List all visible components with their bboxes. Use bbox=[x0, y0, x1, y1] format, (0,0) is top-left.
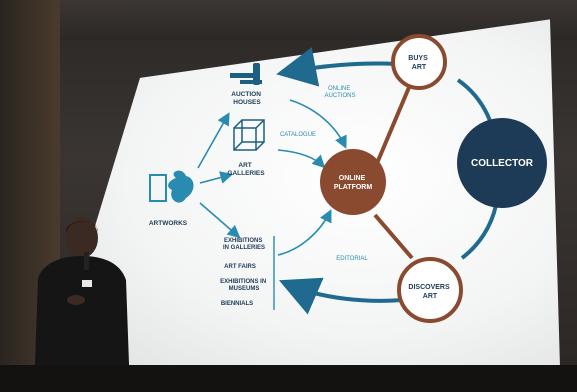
presenter-body bbox=[34, 256, 130, 392]
exhibitions-galleries-label: EXHIBITIONS IN GALLERIES bbox=[223, 238, 265, 251]
discovers-art-label: DISCOVERS ART bbox=[408, 284, 451, 300]
exhibitions-to-platform-arrow bbox=[277, 209, 332, 256]
auction-to-platform-arrow bbox=[289, 99, 347, 149]
editorial-label: EDITORIAL bbox=[336, 256, 368, 262]
discovers-art-node bbox=[397, 257, 463, 323]
artworks-to-auction-arrow bbox=[197, 112, 230, 169]
online-platform-node bbox=[320, 149, 386, 215]
biennials-label: BIENNIALS bbox=[221, 301, 253, 307]
catalogue-label: CATALOGUE bbox=[280, 132, 316, 138]
stage-floor bbox=[0, 365, 577, 392]
artworks-label: ARTWORKS bbox=[149, 220, 188, 227]
art-galleries-label: ART GALLERIES bbox=[227, 162, 265, 177]
artworks-icon bbox=[149, 170, 194, 203]
collector-label: COLLECTOR bbox=[471, 158, 534, 169]
auction-houses-label: AUCTION HOUSES bbox=[231, 91, 262, 106]
online-platform-label: ONLINE PLATFORM bbox=[334, 175, 373, 191]
collector-arc-bottom bbox=[460, 204, 498, 260]
exhibitions-museums-label: EXHIBITIONS IN MUSEUMS bbox=[220, 279, 268, 292]
buys-art-node bbox=[391, 34, 447, 90]
discovers-to-exhibitions-arrow bbox=[278, 277, 403, 315]
gavel-icon bbox=[230, 63, 262, 85]
collector-node bbox=[457, 118, 547, 208]
platform-to-discovers-line bbox=[373, 213, 414, 260]
microphone-icon bbox=[84, 252, 89, 270]
online-auctions-label: ONLINE AUCTIONS bbox=[324, 86, 355, 99]
cube-icon bbox=[233, 119, 265, 151]
galleries-to-platform-arrow bbox=[277, 149, 326, 169]
buys-art-label: BUYS ART bbox=[408, 55, 429, 71]
presenter-head bbox=[66, 218, 98, 258]
artworks-to-galleries-arrow bbox=[199, 171, 234, 184]
buys-to-auction-arrow bbox=[276, 47, 396, 87]
lanyard-badge bbox=[82, 280, 92, 287]
art-fairs-label: ART FAIRS bbox=[224, 264, 256, 270]
artworks-to-exhibitions-arrow bbox=[199, 202, 241, 239]
platform-to-buys-line bbox=[373, 84, 412, 169]
